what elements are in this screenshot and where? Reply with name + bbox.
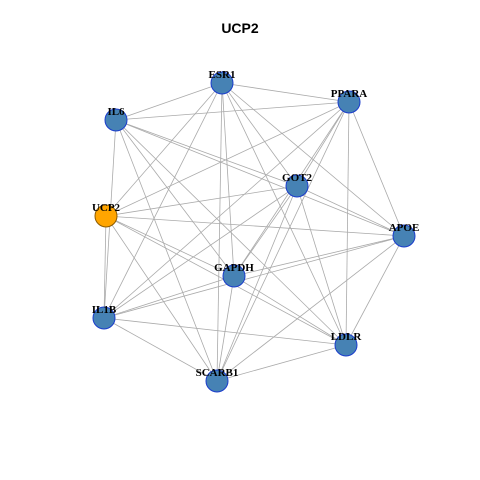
- edge-ppara-ucp2: [105, 101, 350, 217]
- edge-layer: [103, 82, 405, 382]
- edge-apoe-ldlr: [345, 235, 405, 346]
- edge-ucp2-scarb1: [105, 215, 218, 382]
- node-label-scarb1: SCARB1: [196, 367, 239, 379]
- edge-ldlr-scarb1: [216, 344, 347, 382]
- edge-ucp2-apoe: [105, 215, 405, 237]
- edge-got2-apoe: [296, 185, 405, 237]
- edge-ucp2-gapdh: [105, 215, 235, 277]
- edge-esr1-il6: [115, 82, 223, 121]
- edge-got2-gapdh: [233, 185, 298, 277]
- node-ppara: PPARA: [331, 88, 368, 114]
- edge-apoe-scarb1: [216, 235, 405, 382]
- node-circle-got2: [285, 174, 309, 198]
- graph-title: UCP2: [221, 20, 259, 36]
- edge-il6-got2: [115, 119, 298, 187]
- edge-il1b-ldlr: [103, 317, 347, 346]
- node-label-ldlr: LDLR: [331, 331, 363, 343]
- edge-ucp2-il1b: [103, 215, 107, 319]
- edge-got2-ldlr: [296, 185, 347, 346]
- node-circle-scarb1: [205, 369, 229, 393]
- node-il6: IL6: [104, 106, 128, 132]
- node-gapdh: GAPDH: [214, 262, 254, 288]
- edge-ppara-il1b: [103, 101, 350, 319]
- node-circle-apoe: [392, 224, 416, 248]
- node-circle-il1b: [92, 306, 116, 330]
- edge-esr1-il1b: [103, 82, 223, 319]
- edge-il6-ldlr: [115, 119, 347, 346]
- edge-apoe-il1b: [103, 235, 405, 319]
- edge-ppara-ldlr: [345, 101, 350, 346]
- edge-esr1-scarb1: [216, 82, 223, 382]
- node-got2: GOT2: [282, 172, 312, 198]
- edge-apoe-gapdh: [233, 235, 405, 277]
- node-label-ppara: PPARA: [331, 88, 368, 100]
- edge-esr1-ldlr: [221, 82, 347, 346]
- node-circle-esr1: [210, 71, 234, 95]
- node-label-ucp2: UCP2: [92, 202, 121, 214]
- edge-il6-gapdh: [115, 119, 235, 277]
- node-label-esr1: ESR1: [209, 69, 236, 81]
- edge-esr1-ucp2: [105, 82, 223, 217]
- node-label-apoe: APOE: [389, 222, 420, 234]
- node-label-il6: IL6: [107, 106, 125, 118]
- edge-gapdh-scarb1: [216, 275, 235, 382]
- edge-gapdh-il1b: [103, 275, 235, 319]
- edge-ppara-apoe: [348, 101, 405, 237]
- edge-ppara-il6: [115, 101, 350, 121]
- node-label-gapdh: GAPDH: [214, 262, 254, 274]
- edge-esr1-gapdh: [221, 82, 235, 277]
- node-label-got2: GOT2: [282, 172, 312, 184]
- edge-got2-scarb1: [216, 185, 298, 382]
- node-esr1: ESR1: [209, 69, 236, 95]
- node-apoe: APOE: [389, 222, 420, 248]
- edge-got2-ucp2: [105, 185, 298, 217]
- node-il1b: IL1B: [92, 304, 117, 330]
- edge-esr1-ppara: [221, 82, 350, 103]
- edge-ppara-got2: [296, 101, 350, 187]
- node-scarb1: SCARB1: [196, 367, 239, 393]
- edge-gapdh-ldlr: [233, 275, 347, 346]
- node-ldlr: LDLR: [331, 331, 363, 357]
- edge-il6-apoe: [115, 119, 405, 237]
- edge-got2-il1b: [103, 185, 298, 319]
- node-label-il1b: IL1B: [92, 304, 117, 316]
- edge-il6-scarb1: [115, 119, 218, 382]
- node-ucp2: UCP2: [92, 202, 121, 228]
- node-circle-gapdh: [222, 264, 246, 288]
- node-circle-il6: [104, 108, 128, 132]
- edge-esr1-got2: [221, 82, 298, 187]
- edge-ppara-scarb1: [216, 101, 350, 382]
- node-circle-ldlr: [334, 333, 358, 357]
- edge-il1b-scarb1: [103, 317, 218, 382]
- node-circle-ucp2: [94, 204, 118, 228]
- node-circle-ppara: [337, 90, 361, 114]
